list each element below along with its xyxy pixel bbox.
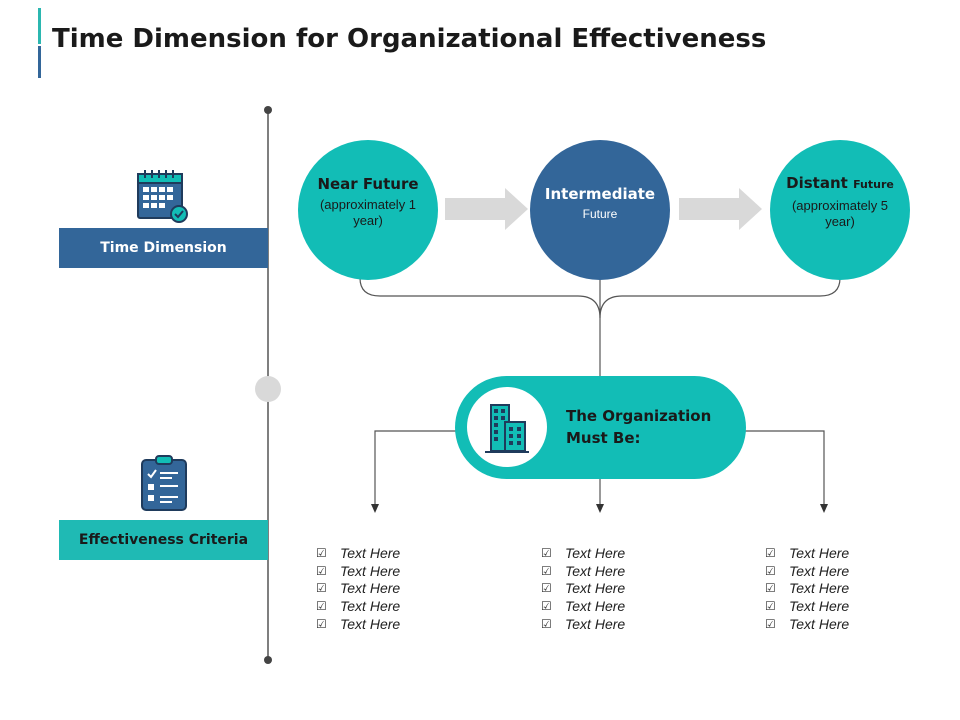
organization-label: The Organization Must Be: xyxy=(566,407,712,447)
arrowhead-center xyxy=(596,504,604,513)
title-accent-blue xyxy=(38,46,41,78)
list-item: ☑ Text Here xyxy=(316,562,400,580)
stage-distant-future: Distant Future (approximately 5 year) xyxy=(770,140,910,280)
list-item-text: Text Here xyxy=(789,562,850,579)
stage-title: Distant Future xyxy=(786,174,894,194)
list-item-text: Text Here xyxy=(565,580,626,597)
list-item-text: Text Here xyxy=(789,544,850,561)
list-item: ☑ Text Here xyxy=(541,580,625,598)
checkbox-icon: ☑ xyxy=(316,599,327,614)
building-icon xyxy=(485,404,529,453)
criteria-list-1: ☑ Text Here ☑ Text Here ☑ Text Here ☑ Text H… xyxy=(316,544,400,633)
stage-title: Near Future xyxy=(317,175,419,193)
checkbox-icon: ☑ xyxy=(541,599,552,614)
flow-arrow-2 xyxy=(679,188,762,230)
stage-title-main: Distant xyxy=(786,174,848,192)
branch-left xyxy=(374,430,456,506)
clipboard-checklist-icon xyxy=(141,455,187,511)
list-item-text: Text Here xyxy=(340,616,401,633)
checkbox-icon: ☑ xyxy=(765,563,776,578)
list-item: ☑ Text Here xyxy=(541,562,625,580)
list-item-text: Text Here xyxy=(789,616,850,633)
stage-subtitle: Future xyxy=(582,206,618,221)
checkbox-icon: ☑ xyxy=(541,581,552,596)
criteria-list-2: ☑ Text Here ☑ Text Here ☑ Text Here ☑ Text H… xyxy=(541,544,625,633)
list-item-text: Text Here xyxy=(565,544,626,561)
checkbox-icon: ☑ xyxy=(316,563,327,578)
checkbox-icon: ☑ xyxy=(765,599,776,614)
checkbox-icon: ☑ xyxy=(316,545,327,560)
list-item: ☑ Text Here xyxy=(765,580,849,598)
title-accent-teal xyxy=(38,8,41,44)
stage-title-small: Future xyxy=(853,178,894,191)
timeline-mid-dot xyxy=(255,376,281,402)
checkbox-icon: ☑ xyxy=(765,545,776,560)
arrowhead-right xyxy=(820,504,828,513)
list-item: ☑ Text Here xyxy=(316,615,400,633)
checkbox-icon: ☑ xyxy=(316,617,327,632)
list-item: ☑ Text Here xyxy=(765,615,849,633)
checkbox-icon: ☑ xyxy=(541,563,552,578)
list-item-text: Text Here xyxy=(340,544,401,561)
flow-arrow-1 xyxy=(445,188,528,230)
list-item-text: Text Here xyxy=(565,616,626,633)
time-dimension-label: Time Dimension xyxy=(59,228,268,268)
list-item: ☑ Text Here xyxy=(316,580,400,598)
effectiveness-criteria-label: Effectiveness Criteria xyxy=(59,520,268,560)
list-item-text: Text Here xyxy=(340,580,401,597)
list-item: ☑ Text Here xyxy=(765,562,849,580)
checkbox-icon: ☑ xyxy=(765,617,776,632)
calendar-icon xyxy=(137,170,188,223)
stage-intermediate: Intermediate Future xyxy=(530,140,670,280)
branch-right xyxy=(745,430,825,506)
list-item: ☑ Text Here xyxy=(765,544,849,562)
list-item-text: Text Here xyxy=(789,598,850,615)
checkbox-icon: ☑ xyxy=(316,581,327,596)
list-item-text: Text Here xyxy=(565,598,626,615)
checkbox-icon: ☑ xyxy=(765,581,776,596)
page-title: Time Dimension for Organizational Effect… xyxy=(52,24,767,54)
list-item-text: Text Here xyxy=(565,562,626,579)
arrowhead-left xyxy=(371,504,379,513)
criteria-list-3: ☑ Text Here ☑ Text Here ☑ Text Here ☑ Text H… xyxy=(765,544,849,633)
list-item-text: Text Here xyxy=(789,580,850,597)
stage-near-future: Near Future (approximately 1 year) xyxy=(298,140,438,280)
stage-subtitle: (approximately 5 year) xyxy=(791,198,889,229)
stage-title: Intermediate xyxy=(544,184,656,203)
list-item: ☑ Text Here xyxy=(316,597,400,615)
checkbox-icon: ☑ xyxy=(541,617,552,632)
list-item-text: Text Here xyxy=(340,598,401,615)
list-item: ☑ Text Here xyxy=(765,597,849,615)
checkbox-icon: ☑ xyxy=(541,545,552,560)
stage-subtitle: (approximately 1 year) xyxy=(319,197,417,228)
list-item-text: Text Here xyxy=(340,562,401,579)
list-item: ☑ Text Here xyxy=(541,597,625,615)
list-item: ☑ Text Here xyxy=(541,544,625,562)
list-item: ☑ Text Here xyxy=(541,615,625,633)
timeline-top-dot xyxy=(264,106,272,114)
timeline-bottom-dot xyxy=(264,656,272,664)
list-item: ☑ Text Here xyxy=(316,544,400,562)
